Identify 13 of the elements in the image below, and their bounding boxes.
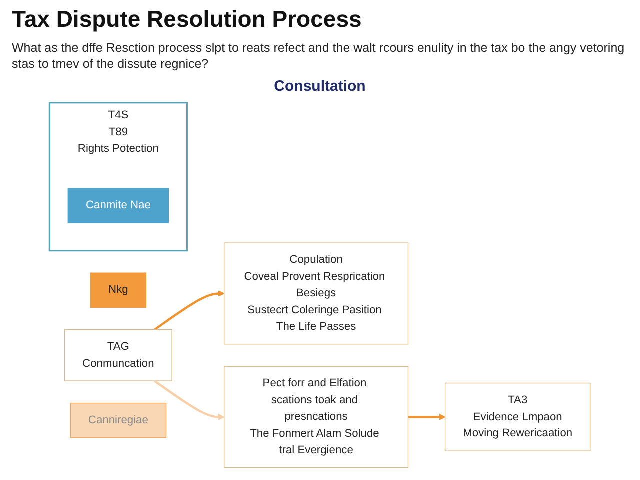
node-box: TAG Conmuncation	[64, 330, 172, 382]
node-box: Canmite Nae	[68, 188, 170, 224]
node-box: Canniregiae	[70, 403, 167, 438]
title: Tax Dispute Resolution Process	[12, 6, 362, 33]
arrow	[408, 414, 446, 421]
section-heading: Consultation	[274, 78, 366, 96]
arrow	[154, 380, 225, 421]
node-box: Nkg	[90, 273, 146, 308]
arrow	[154, 290, 225, 332]
question-text: What as the dffe Resction process slpt to reats refect and the walt rcours enulity in the tax bo the angy vetoring stas to tmev of the dissute regnice?	[12, 41, 626, 72]
node-box: Copulation Coveal Provent Resprication Besiegs Sustecrt Coleringe Pasition The Life Passes	[224, 242, 409, 345]
node-box: TA3 Evidence Lmpaon Moving Rewericaation	[444, 383, 591, 452]
node-box: Pect forr and Elfation scations toak and presncations The Fonmert Alam Solude tral Evergience	[224, 366, 409, 468]
